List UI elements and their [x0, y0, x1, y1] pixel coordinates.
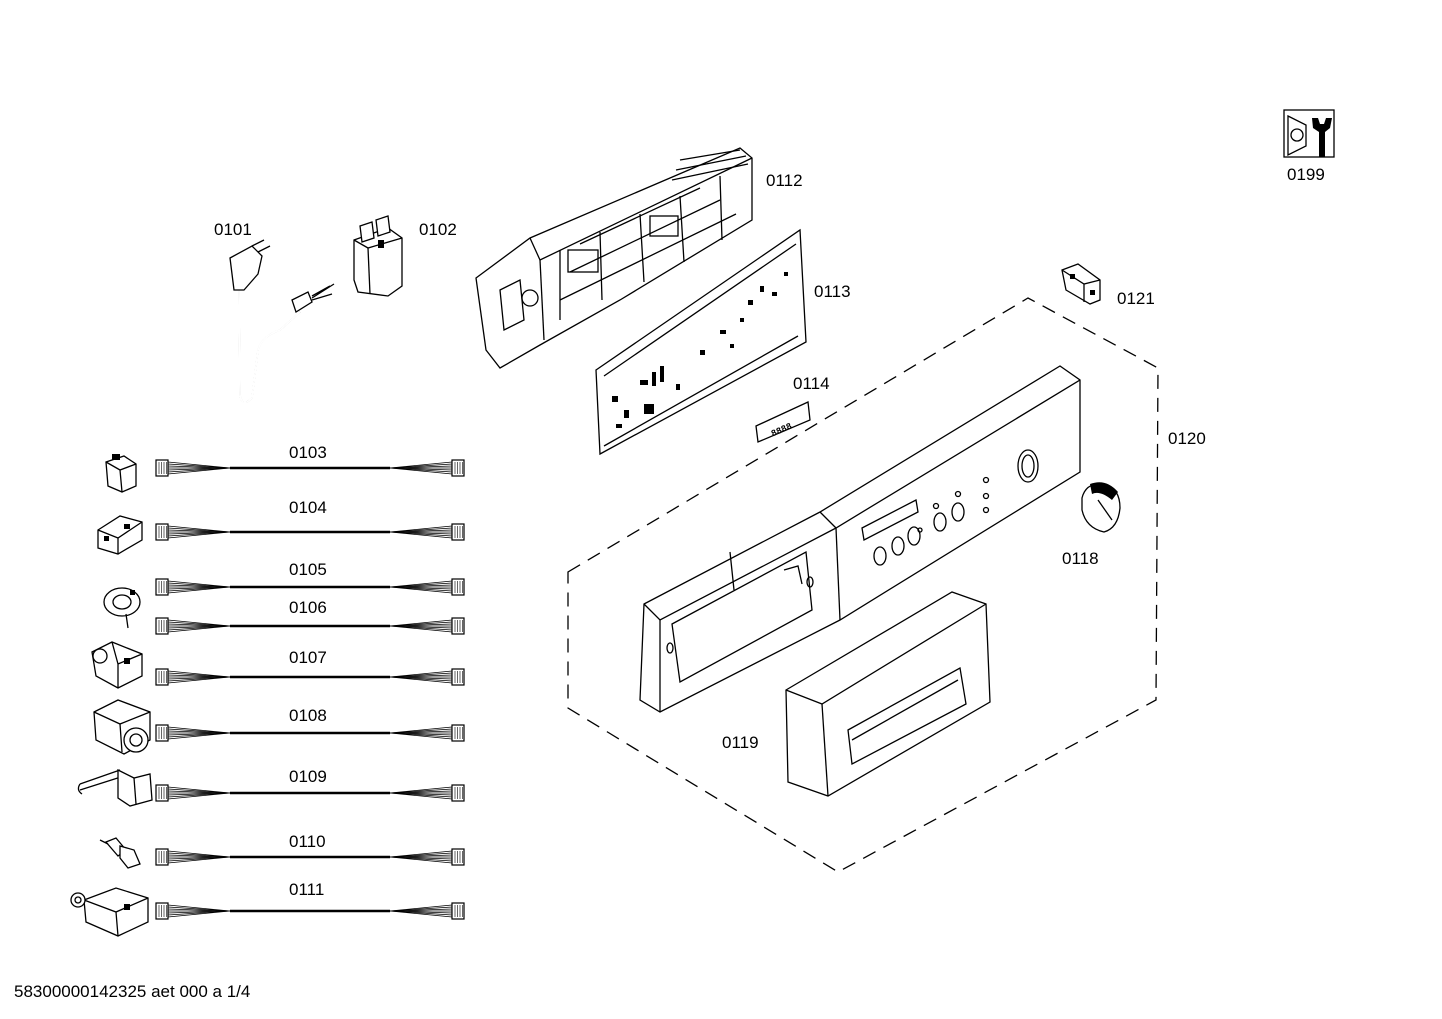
switch-component	[97, 515, 143, 555]
label-0114: 0114	[793, 374, 830, 393]
label-0119: 0119	[722, 733, 759, 752]
power-cord-part	[229, 239, 335, 404]
display-module-part: 8888	[755, 401, 811, 443]
drawer-handle-part	[785, 591, 991, 797]
selector-knob-part	[1081, 482, 1121, 533]
document-reference: 58300000142325 aet 000 a 1/4	[14, 982, 251, 1001]
control-panel-part	[639, 365, 1081, 713]
heater-component	[77, 768, 153, 807]
wire-harness-0111	[155, 902, 465, 920]
wire-harness-0107	[155, 668, 465, 686]
label-0110: 0110	[289, 832, 326, 851]
wire-harness-0104	[155, 523, 465, 541]
wire-harness-group	[155, 459, 465, 920]
wire-harness-0109	[155, 784, 465, 802]
label-0103: 0103	[289, 443, 327, 462]
label-0102: 0102	[419, 220, 457, 239]
wire-harness-0108	[155, 724, 465, 742]
label-0111: 0111	[289, 880, 324, 899]
label-0106: 0106	[289, 598, 327, 617]
label-0121: 0121	[1117, 289, 1155, 308]
pump-component	[91, 641, 143, 689]
bracket-part	[1061, 263, 1101, 305]
label-0199: 0199	[1287, 165, 1325, 184]
assembly-0120-outline	[567, 297, 1159, 873]
label-0101: 0101	[214, 220, 252, 239]
wire-harness-0103	[155, 459, 465, 477]
interference-filter-part	[353, 215, 403, 297]
wire-harness-0105	[155, 578, 465, 596]
label-0120: 0120	[1168, 429, 1206, 448]
label-0105: 0105	[289, 560, 327, 579]
wrench-nut-icon	[1283, 109, 1335, 158]
pressure-switch-component	[103, 587, 141, 629]
label-0108: 0108	[289, 706, 327, 725]
door-lock-component	[105, 454, 137, 493]
label-0118: 0118	[1062, 549, 1099, 568]
circuit-board-part	[595, 228, 807, 456]
label-0113: 0113	[814, 282, 851, 301]
label-0104: 0104	[289, 498, 327, 517]
sensor-component	[99, 837, 141, 869]
label-0107: 0107	[289, 648, 327, 667]
electronics-housing-part	[475, 147, 753, 369]
label-0112: 0112	[766, 171, 803, 190]
wire-harness-0110	[155, 848, 465, 866]
wire-harness-0106	[155, 617, 465, 635]
valve-component	[70, 887, 149, 937]
label-0109: 0109	[289, 767, 327, 786]
drain-pump-component	[93, 699, 151, 755]
